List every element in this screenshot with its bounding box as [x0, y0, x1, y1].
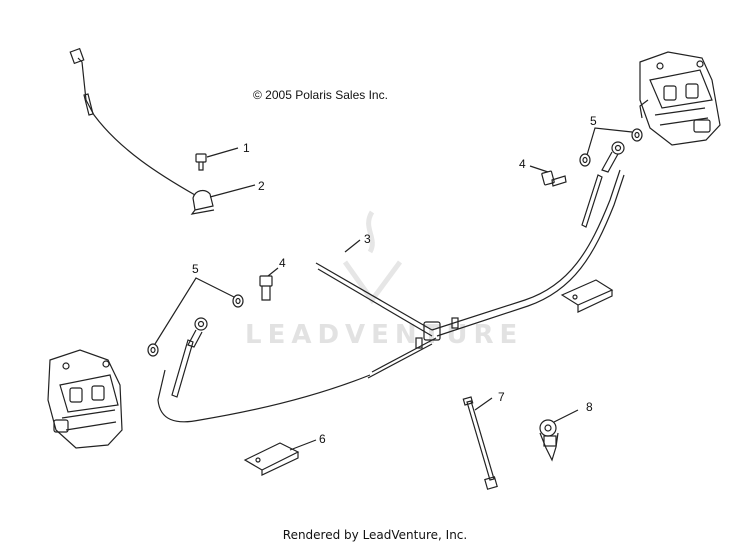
leader-7 — [474, 397, 493, 411]
part-5-washers-left — [147, 294, 244, 357]
part-5-washers-right — [579, 128, 643, 167]
left-brake-hose — [171, 317, 208, 398]
leader-1 — [206, 147, 239, 158]
leader-8 — [553, 409, 579, 423]
leader-5-left — [154, 277, 235, 345]
copyright-notice: © 2005 Polaris Sales Inc. — [253, 88, 388, 102]
callout-5-left: 5 — [192, 262, 199, 276]
leader-4-right — [529, 165, 549, 173]
caliper-left — [47, 349, 123, 449]
footer-credit: Rendered by LeadVenture, Inc. — [282, 528, 468, 542]
leader-2 — [209, 184, 256, 198]
callout-4-left: 4 — [279, 256, 286, 270]
callout-8: 8 — [586, 400, 593, 414]
callout-6: 6 — [319, 432, 326, 446]
part-6-bracket-left — [243, 442, 300, 476]
caliper-right — [639, 51, 721, 146]
callout-1: 1 — [243, 141, 250, 155]
leader-5-right — [586, 127, 633, 156]
right-brake-hose — [581, 141, 625, 228]
callout-5-right: 5 — [590, 114, 597, 128]
watermark-logo — [342, 210, 403, 305]
leader-3 — [344, 239, 361, 253]
part-1-bolt — [195, 153, 207, 171]
callout-3: 3 — [364, 232, 371, 246]
part-6-bracket-right — [560, 279, 614, 313]
leader-4-left — [267, 267, 279, 277]
part-4-bolt-left — [259, 275, 273, 301]
part-8-fitting — [539, 419, 559, 462]
part-3-brake-line-tee — [157, 169, 625, 423]
callout-7: 7 — [498, 390, 505, 404]
callout-2: 2 — [258, 179, 265, 193]
callout-4-right: 4 — [519, 157, 526, 171]
part-4-bolt-right — [541, 170, 567, 187]
upper-left-brake-line — [69, 47, 196, 196]
leader-6 — [289, 439, 317, 451]
part-7-long-bolt — [462, 396, 498, 490]
part-2-clip — [190, 189, 215, 215]
